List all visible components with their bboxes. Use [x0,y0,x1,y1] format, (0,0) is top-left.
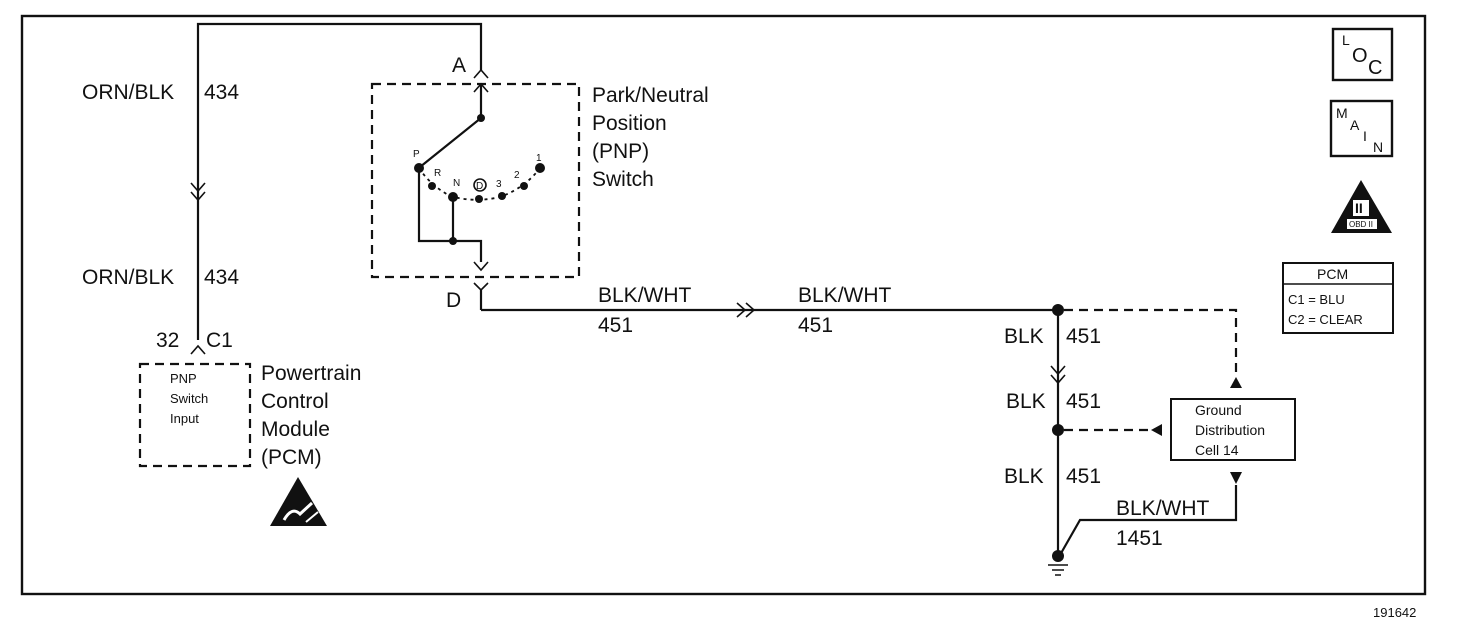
svg-text:II: II [1355,200,1363,216]
ground-distribution-box [1170,398,1296,461]
svg-text:C2 = CLEAR: C2 = CLEAR [1288,312,1363,327]
pcm-name-line1: Powertrain [261,362,361,385]
blk-wht-1451-wire [1052,485,1238,562]
ground-wire-circuit: 1451 [1116,527,1163,550]
blk-1-circuit: 451 [1066,325,1101,348]
pcm-pin-number: 32 [156,329,179,352]
svg-text:L: L [1342,32,1350,48]
obd-ii-icon: II OBD II [1331,180,1392,233]
inline-connector-left [190,182,206,202]
svg-text:OBD II: OBD II [1349,220,1373,229]
svg-text:C: C [1368,57,1382,79]
svg-text:I: I [1363,128,1367,144]
svg-text:A: A [1350,117,1360,133]
ground-cell-line3: Cell 14 [1195,442,1239,458]
blk-wht-2-circuit: 451 [798,314,833,337]
switch-contacts [418,163,545,203]
orn-blk-top-color: ORN/BLK [82,81,174,104]
orn-blk-434-wire [196,22,483,340]
position-r-label: R [434,168,441,179]
position-3-label: 3 [496,179,502,190]
pnp-switch-box [370,82,581,279]
orn-blk-bottom-circuit: 434 [204,266,239,289]
loc-icon: L O C [1331,27,1394,82]
main-icon: M A I N [1329,99,1394,158]
pcm-input-line1: PNP [170,371,197,386]
orn-blk-bottom-color: ORN/BLK [82,266,174,289]
ground-cell-line1: Ground [1195,402,1242,418]
pcm-name-line2: Control [261,390,329,413]
blk-wht-1-circuit: 451 [598,314,633,337]
pcm-name-line4: (PCM) [261,446,322,469]
switch-internal-wiring [417,168,483,262]
svg-text:PCM: PCM [1317,266,1348,282]
terminal-d-connector [473,261,489,310]
pcm-input-line2: Switch [170,391,208,406]
switch-wiper [414,100,485,173]
pnp-terminal-d: D [446,289,461,312]
ground-cell-arrow-down [1230,472,1242,484]
position-1-label: 1 [536,153,542,164]
svg-text:O: O [1352,45,1368,67]
position-n-label: N [453,178,460,189]
pcm-connector-id: C1 [206,329,233,352]
position-p-label: P [413,149,420,160]
ground-cell-line2: Distribution [1195,422,1265,438]
svg-text:N: N [1373,139,1383,155]
pnp-name-line4: Switch [592,168,654,191]
blk-451-wire [1052,304,1064,560]
esd-warning-icon [270,477,327,526]
blk-3-color: BLK [1004,465,1044,488]
orn-blk-top-circuit: 434 [204,81,239,104]
blk-1-color: BLK [1004,325,1044,348]
svg-text:C1 = BLU: C1 = BLU [1288,292,1345,307]
svg-text:M: M [1336,105,1348,121]
position-2-label: 2 [514,170,520,181]
ground-distribution-references [1064,308,1242,436]
ground-wire-color: BLK/WHT [1116,497,1210,520]
diagram-frame [20,14,1427,596]
inline-connector-middle [736,302,756,318]
position-d-label: D [476,181,483,192]
blk-3-circuit: 451 [1066,465,1101,488]
pnp-name-line2: Position [592,112,667,135]
pnp-terminal-a: A [452,54,466,77]
blk-wht-1-color: BLK/WHT [598,284,692,307]
figure-number: 191642 [1373,605,1416,620]
ground-symbol-icon [1048,564,1068,576]
terminal-a-connector [473,68,489,100]
inline-connector-right [1050,365,1066,385]
pcm-connector [190,344,206,355]
pcm-name-line3: Module [261,418,330,441]
pnp-name-line3: (PNP) [592,140,649,163]
pcm-connector-legend: PCM C1 = BLU C2 = CLEAR [1282,262,1394,334]
blk-wht-2-color: BLK/WHT [798,284,892,307]
blk-2-circuit: 451 [1066,390,1101,413]
blk-2-color: BLK [1006,390,1046,413]
pnp-name-line1: Park/Neutral [592,84,709,107]
pcm-input-line3: Input [170,411,199,426]
